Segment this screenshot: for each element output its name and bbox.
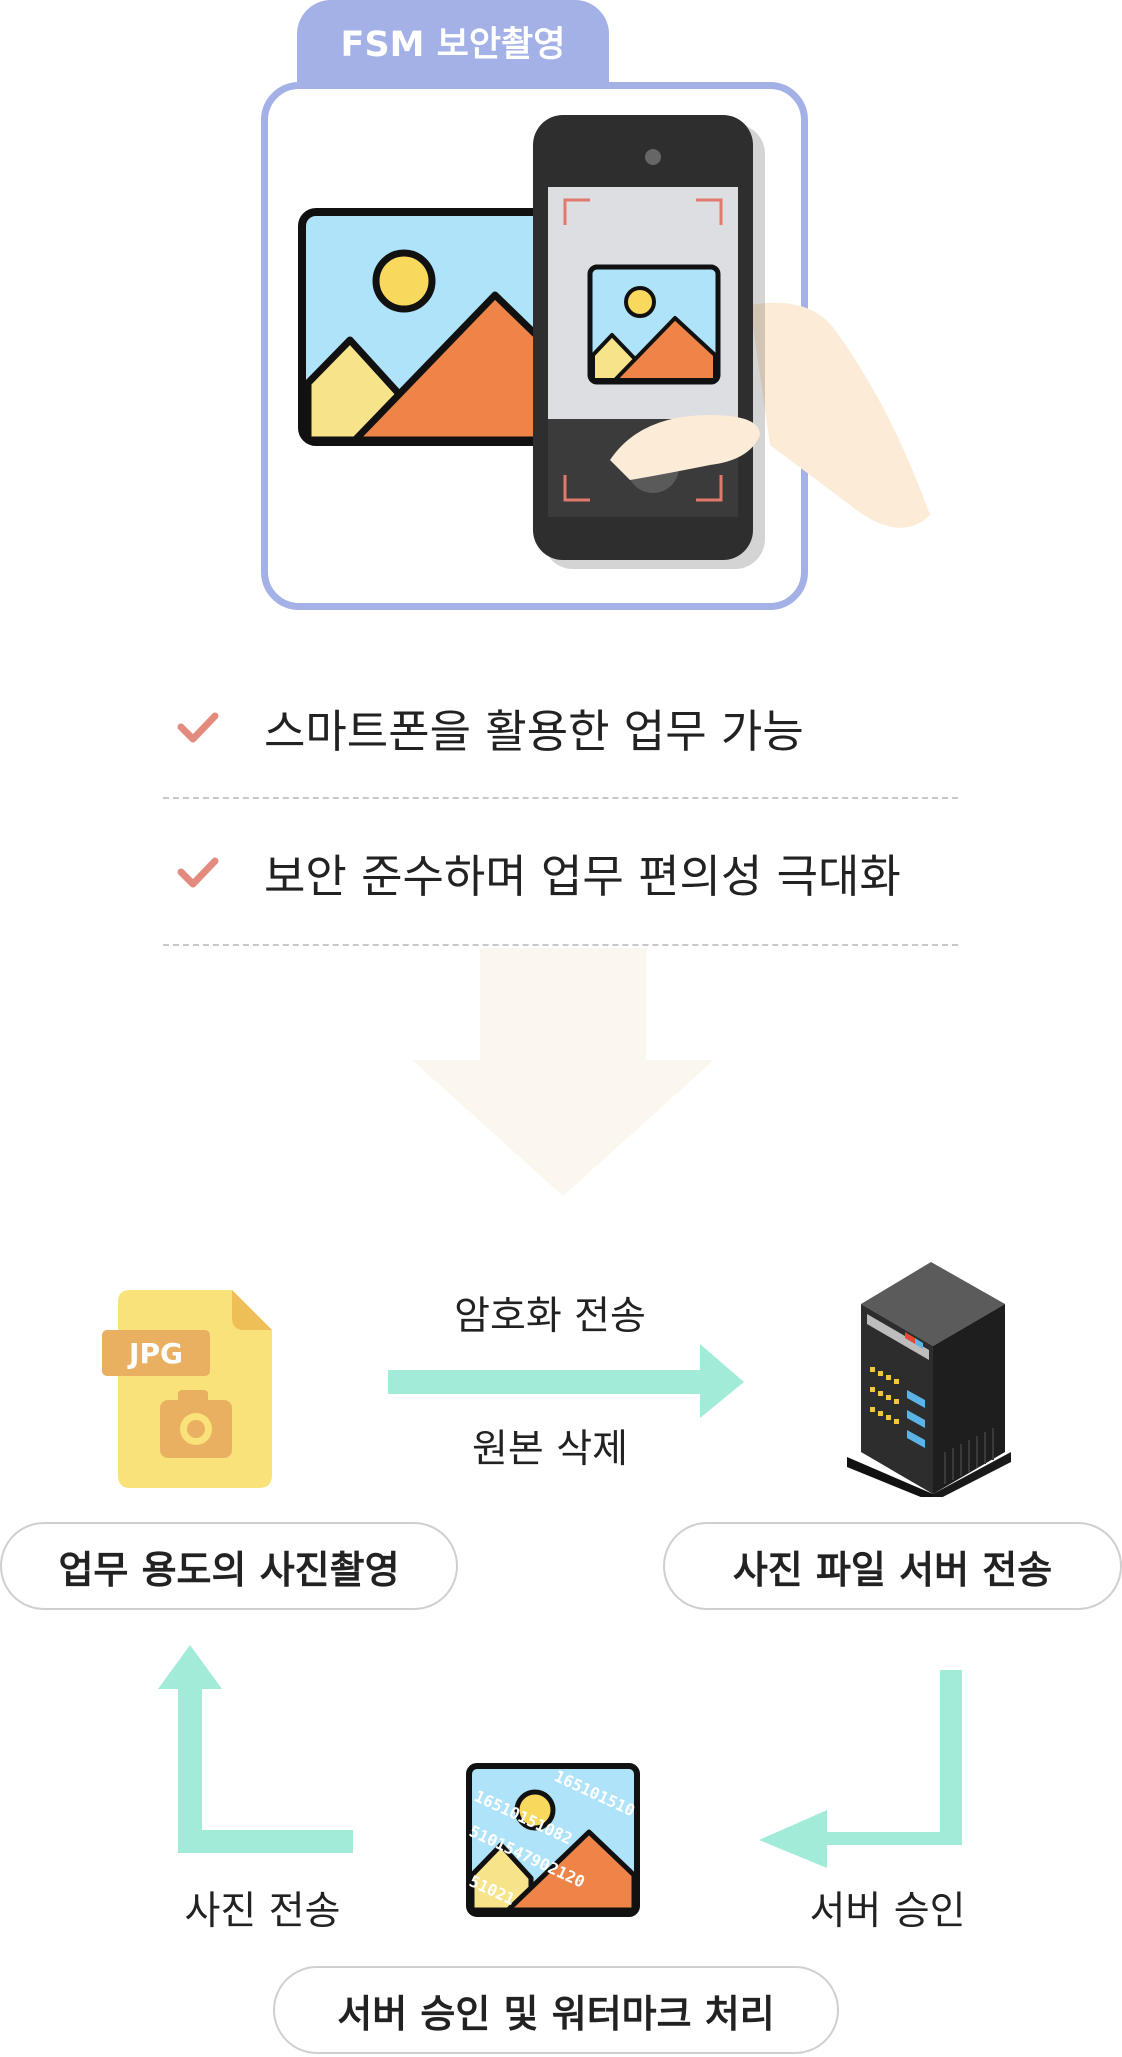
step-photo-capture: 업무 용도의 사진촬영: [0, 1522, 458, 1610]
step-label: 서버 승인 및 워터마크 처리: [337, 1991, 775, 2036]
divider: [163, 944, 958, 946]
benefit-text: 보안 준수하며 업무 편의성 극대화: [264, 850, 901, 903]
watermarked-image-icon: 165101510 16510151082 5101547902120 5102…: [466, 1763, 640, 1917]
check-icon: [177, 857, 219, 887]
arrow-bottom-label: 원본 삭제: [472, 1427, 628, 1472]
jpg-file-icon: JPG: [102, 1290, 272, 1488]
left-arrow-label: 사진 전송: [184, 1889, 341, 1934]
server-approval-arrow-icon: [759, 1670, 962, 1868]
arrow-top-label: 암호화 전송: [454, 1294, 646, 1339]
fsm-tab: FSM 보안촬영: [297, 0, 609, 82]
benefit-item: 보안 준수하며 업무 편의성 극대화: [177, 840, 901, 905]
smartphone-icon: [533, 115, 765, 569]
jpg-badge-label: JPG: [127, 1337, 183, 1370]
step-approval-watermark: 서버 승인 및 워터마크 처리: [273, 1966, 839, 2054]
server-icon: [847, 1262, 1011, 1497]
benefit-item: 스마트폰을 활용한 업무 가능: [177, 695, 804, 760]
check-icon: [177, 712, 219, 742]
return-arrow-icon: [158, 1645, 353, 1853]
landscape-picture-icon: [298, 208, 566, 446]
right-arrow-label: 서버 승인: [809, 1889, 966, 1934]
right-arrow-icon: [388, 1344, 744, 1418]
step-server-transfer: 사진 파일 서버 전송: [663, 1522, 1122, 1610]
phone-capture-illustration: [298, 115, 930, 569]
down-arrow-icon: [412, 948, 714, 1196]
divider: [163, 797, 958, 799]
step-label: 업무 용도의 사진촬영: [58, 1547, 400, 1592]
benefit-text: 스마트폰을 활용한 업무 가능: [264, 705, 804, 758]
step-label: 사진 파일 서버 전송: [732, 1547, 1053, 1592]
fsm-tab-label: FSM 보안촬영: [340, 24, 566, 65]
